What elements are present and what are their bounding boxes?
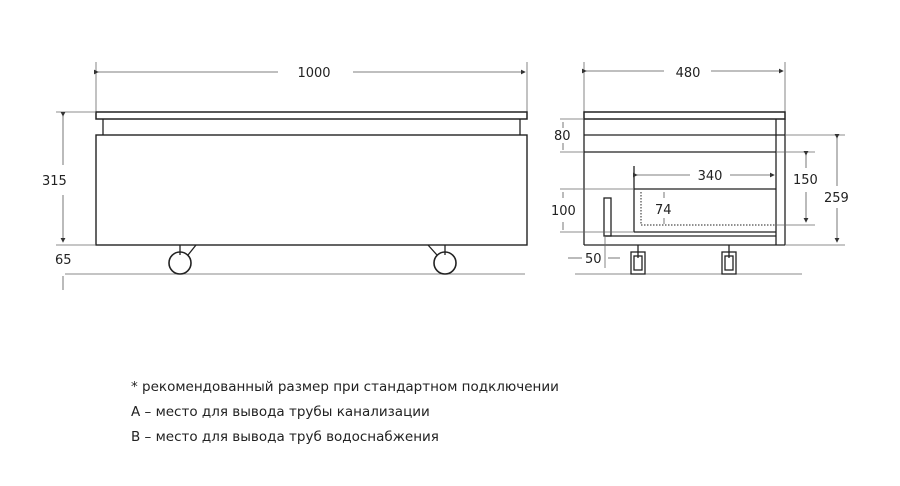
lower-offset-label: 100 xyxy=(551,204,576,219)
width-label: 1000 xyxy=(297,66,330,81)
inner-width-label: 340 xyxy=(698,169,723,184)
depth-label: 480 xyxy=(676,66,701,81)
total-height-label: 259 xyxy=(824,191,849,206)
leg-height-label: 65 xyxy=(55,253,72,268)
side-offset-label: 50 xyxy=(585,252,602,267)
wheel-right xyxy=(427,244,457,275)
wheel-left xyxy=(168,244,197,275)
height-label: 315 xyxy=(42,174,67,189)
inner-height-label: 150 xyxy=(793,173,818,188)
note-a-sewer: А – место для вывода трубы канализации xyxy=(131,404,430,420)
recess-label: 74 xyxy=(655,203,672,218)
notes: * рекомендованный размер при стандартном… xyxy=(131,375,559,450)
note-b-water: В – место для вывода труб водоснабжения xyxy=(131,429,439,445)
note-recommended: * рекомендованный размер при стандартном… xyxy=(131,379,559,395)
side-view xyxy=(560,62,845,275)
caster-left xyxy=(630,245,646,275)
caster-right xyxy=(721,245,737,275)
front-view xyxy=(56,62,528,290)
top-offset-label: 80 xyxy=(554,129,571,144)
